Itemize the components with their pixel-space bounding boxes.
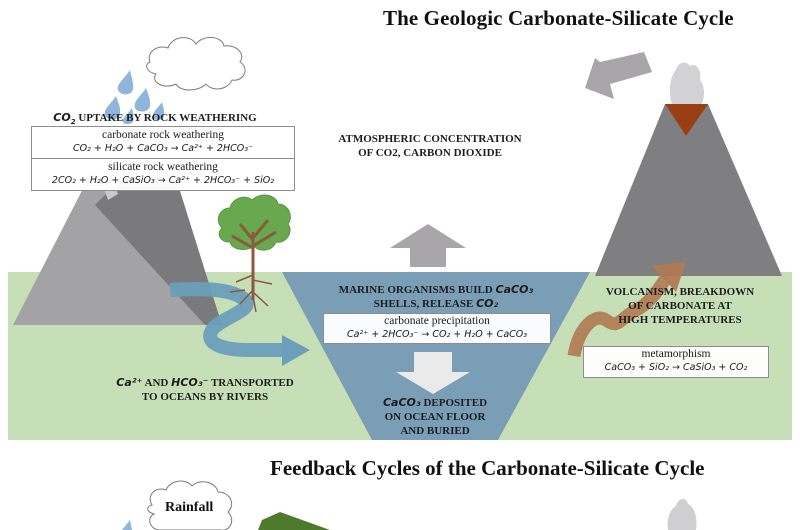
magma-path-arrow-icon — [567, 262, 686, 358]
co2-formula: CO₂ — [476, 297, 499, 310]
volcanism-label: VOLCANISM, BREAKDOWN OF CARBONATE AT HIG… — [580, 285, 780, 327]
co2-up-arrow-icon — [390, 224, 466, 267]
volcano-smoke-icon — [667, 498, 697, 530]
atmosphere-label-line2: OF CO2, CARBON DIOXIDE — [358, 147, 502, 159]
deposit-label: CaCO₃ DEPOSITED ON OCEAN FLOOR AND BURIE… — [360, 396, 510, 438]
co2-formula: CO — [53, 111, 71, 124]
metamorphism-label: metamorphism — [641, 348, 711, 360]
co2-emission-arrow-icon — [585, 52, 652, 99]
volcanism-label-line3: HIGH TEMPERATURES — [618, 314, 742, 326]
weathering-heading-text: UPTAKE BY ROCK WEATHERING — [75, 112, 257, 124]
caco3-formula: CaCO₃ — [495, 283, 534, 296]
atmosphere-label-line1: ATMOSPHERIC CONCENTRATION — [338, 133, 522, 145]
co2-subscript: 2 — [70, 118, 76, 127]
marine-line1-text: MARINE ORGANISMS BUILD — [338, 284, 496, 296]
carbonate-weathering-row: carbonate rock weathering CO₂ + H₂O + Ca… — [32, 127, 294, 158]
volcano-icon — [595, 62, 782, 276]
mountain-icon — [13, 172, 222, 325]
silicate-weathering-label: silicate rock weathering — [108, 161, 218, 173]
bicarbonate-formula: HCO₃⁻ — [171, 376, 209, 389]
silicate-weathering-equation: 2CO₂ + H₂O + CaSiO₃ → Ca²⁺ + 2HCO₃⁻ + Si… — [51, 175, 275, 186]
metamorphism-equation: CaCO₃ + SiO₂ → CaSiO₃ + CO₂ — [604, 362, 748, 373]
marine-label-line2: SHELLS, RELEASE CO₂ — [308, 297, 564, 311]
volcanism-label-line1: VOLCANISM, BREAKDOWN — [605, 286, 755, 298]
weathering-equations-box: carbonate rock weathering CO₂ + H₂O + Ca… — [31, 126, 295, 191]
carbonate-precipitation-box: carbonate precipitation Ca²⁺ + 2HCO₃⁻ → … — [323, 313, 551, 344]
carbonate-precipitation-label: carbonate precipitation — [384, 315, 490, 327]
cloud-icon — [146, 37, 246, 91]
deposit-down-arrow-icon — [396, 352, 470, 394]
raindrops-icon — [104, 70, 165, 125]
raindrop-icon — [122, 520, 132, 530]
rainfall-cloud-icon — [147, 480, 233, 530]
feedback-green-arrow-icon — [258, 512, 330, 530]
deposit-label-line1: CaCO₃ DEPOSITED — [360, 396, 510, 410]
rivers-and-text: AND — [142, 377, 172, 389]
rivers-label-line1: Ca²⁺ AND HCO₃⁻ TRANSPORTED — [100, 376, 310, 390]
metamorphism-box: metamorphism CaCO₃ + SiO₂ → CaSiO₃ + CO₂ — [583, 346, 769, 378]
marine-line2-text: SHELLS, RELEASE — [373, 298, 477, 310]
feedback-title: Feedback Cycles of the Carbonate-Silicat… — [270, 456, 705, 480]
carbonate-weathering-label: carbonate rock weathering — [102, 129, 224, 141]
rivers-transported-text: TRANSPORTED — [208, 377, 294, 389]
marine-organisms-label: MARINE ORGANISMS BUILD CaCO₃ SHELLS, REL… — [308, 283, 564, 311]
rivers-label-line2: TO OCEANS BY RIVERS — [141, 391, 269, 403]
deposit-label-line3: AND BURIED — [400, 425, 470, 437]
tree-icon — [217, 194, 291, 313]
carbonate-weathering-equation: CO₂ + H₂O + CaCO₃ → Ca²⁺ + 2HCO₃⁻ — [72, 143, 254, 154]
volcanism-label-line2: OF CARBONATE AT — [628, 300, 732, 312]
rainfall-label: Rainfall — [165, 500, 214, 515]
silicate-weathering-row: silicate rock weathering 2CO₂ + H₂O + Ca… — [32, 158, 294, 190]
rivers-label: Ca²⁺ AND HCO₃⁻ TRANSPORTED TO OCEANS BY … — [100, 376, 310, 404]
weathering-heading: CO2 UPTAKE BY ROCK WEATHERING — [30, 111, 280, 129]
calcium-ion-formula: Ca²⁺ — [116, 376, 143, 389]
carbonate-precipitation-equation: Ca²⁺ + 2HCO₃⁻ → CO₂ + H₂O + CaCO₃ — [346, 329, 528, 340]
atmosphere-label: ATMOSPHERIC CONCENTRATION OF CO2, CARBON… — [320, 132, 540, 160]
caco3-formula: CaCO₃ — [382, 396, 421, 409]
deposit-label-line2: ON OCEAN FLOOR — [384, 411, 486, 423]
main-title: The Geologic Carbonate-Silicate Cycle — [383, 6, 734, 30]
deposit-line1-text: DEPOSITED — [420, 397, 488, 409]
river-arrow-icon — [169, 282, 310, 366]
marine-label-line1: MARINE ORGANISMS BUILD CaCO₃ — [308, 283, 564, 297]
